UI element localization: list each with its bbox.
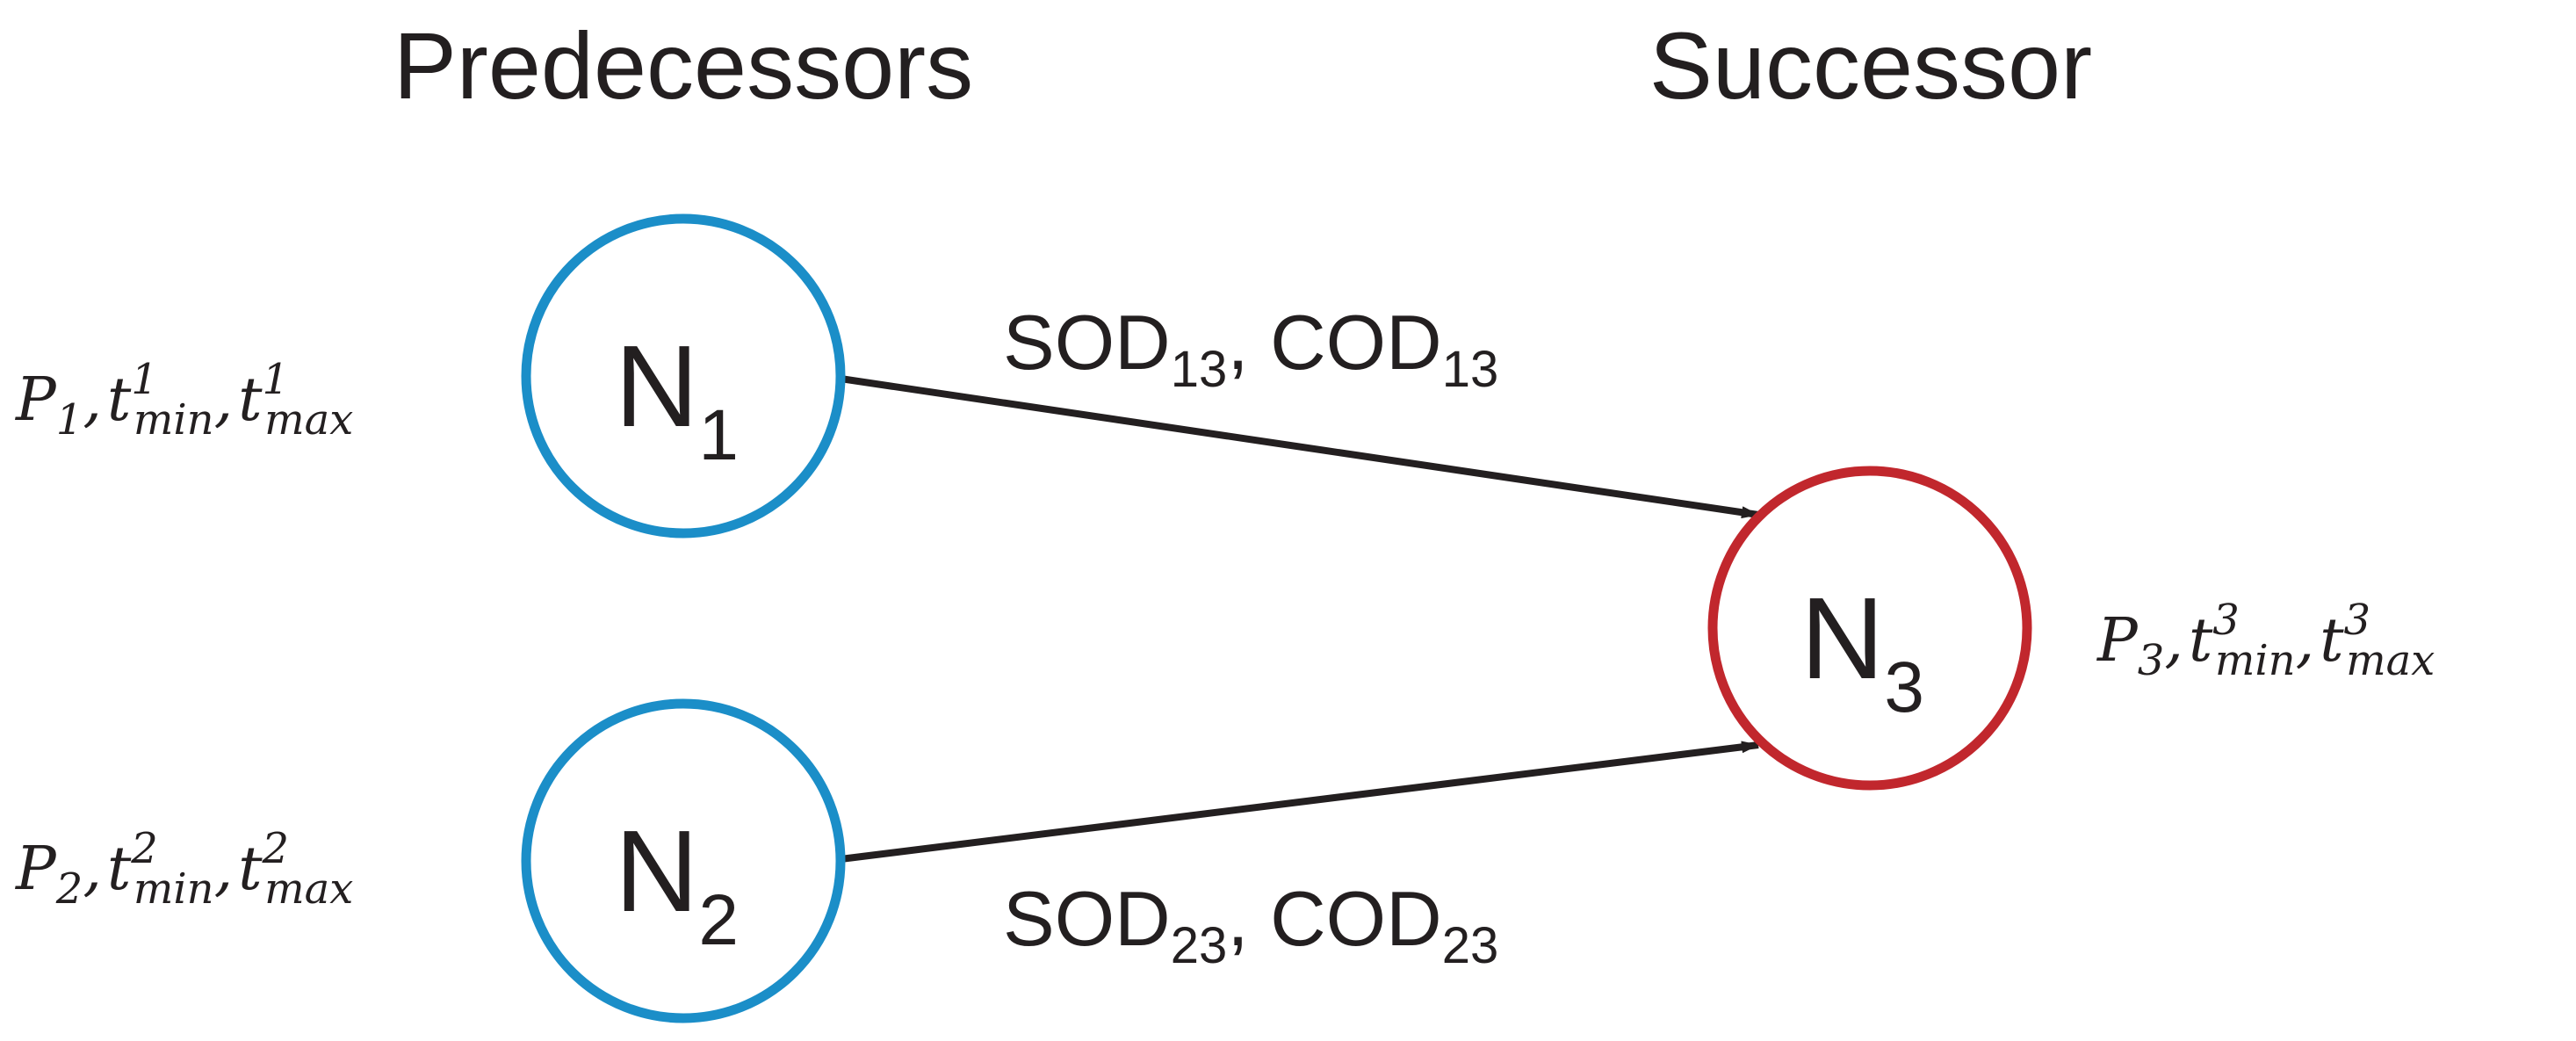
predecessors-heading: Predecessors: [393, 12, 973, 119]
edge-label-13-sod-sub: 13: [1171, 341, 1228, 398]
node-n2-label: N2: [615, 806, 739, 960]
edge-label-23-cod-sub: 23: [1442, 917, 1499, 974]
n1-p-index: 1: [56, 395, 83, 445]
n3-t-max: t: [2320, 606, 2344, 676]
n3-t-min: t: [2189, 606, 2213, 676]
n3-t-max-sup: 3: [2344, 596, 2371, 645]
node-n3-letter: N: [1800, 574, 1884, 703]
n3-comma-2: ,: [2296, 606, 2315, 676]
n2-comma-2: ,: [214, 835, 234, 904]
n1-p: P: [14, 365, 57, 435]
node-n2-letter: N: [615, 806, 698, 936]
edge-label-23-sod: SOD: [1003, 875, 1171, 962]
edge-label-13-cod: COD: [1270, 299, 1442, 386]
node-n3-circle: [1707, 466, 2032, 791]
n2-t-min-sup: 2: [130, 824, 158, 873]
n3-t-min-sup: 3: [2212, 596, 2240, 645]
node-n1-letter: N: [615, 322, 698, 451]
n1-t-min-sup: 1: [131, 355, 158, 404]
n2-p-index: 2: [55, 864, 83, 914]
node-n1-circle: [521, 213, 846, 539]
successor-heading: Successor: [1649, 12, 2092, 119]
n1-t-max-sub: max: [264, 395, 353, 445]
n1-t-min: t: [107, 365, 132, 435]
edge-label-13-sod: SOD: [1003, 299, 1171, 386]
node-n1-index: 1: [698, 395, 739, 475]
n1-t-min-sub: min: [133, 395, 214, 445]
edge-label-23-sep: ,: [1227, 875, 1270, 962]
n3-comma-1: ,: [2164, 606, 2183, 676]
node-n1-label: N1: [615, 322, 739, 475]
n2-t-min: t: [107, 835, 132, 904]
edge-n2-n3: [840, 741, 1759, 863]
edge-label-23-sod-sub: 23: [1171, 917, 1228, 974]
n2-p: P: [14, 835, 57, 904]
edge-label-13-cod-sub: 13: [1442, 341, 1499, 398]
node-n2-circle: [521, 698, 846, 1023]
n1-t-max: t: [238, 365, 263, 435]
n3-t-max-sub: max: [2346, 636, 2435, 685]
n2-t-max: t: [238, 835, 263, 904]
n3-p-index: 3: [2138, 636, 2165, 685]
n1-t-max-sup: 1: [263, 355, 290, 404]
n3-t-min-sub: min: [2215, 636, 2296, 685]
n1-comma-1: ,: [83, 365, 102, 435]
n2-t-max-sup: 2: [262, 824, 290, 873]
edge-label-n2-n3: SOD23, COD23: [1003, 875, 1498, 974]
n2-t-max-sub: max: [264, 864, 353, 914]
n2-comma-1: ,: [83, 835, 102, 904]
edge-label-13-sep: ,: [1227, 299, 1270, 386]
n1-comma-2: ,: [214, 365, 234, 435]
node-n2-index: 2: [698, 880, 739, 960]
n2-t-min-sub: min: [133, 864, 214, 914]
node-n3-index: 3: [1884, 647, 1924, 727]
edge-n1-n3: [840, 375, 1759, 519]
node-n3-label: N3: [1800, 574, 1924, 727]
edge-label-23-cod: COD: [1270, 875, 1442, 962]
n3-p: P: [2096, 606, 2139, 676]
edge-label-n1-n3: SOD13, COD13: [1003, 299, 1498, 398]
